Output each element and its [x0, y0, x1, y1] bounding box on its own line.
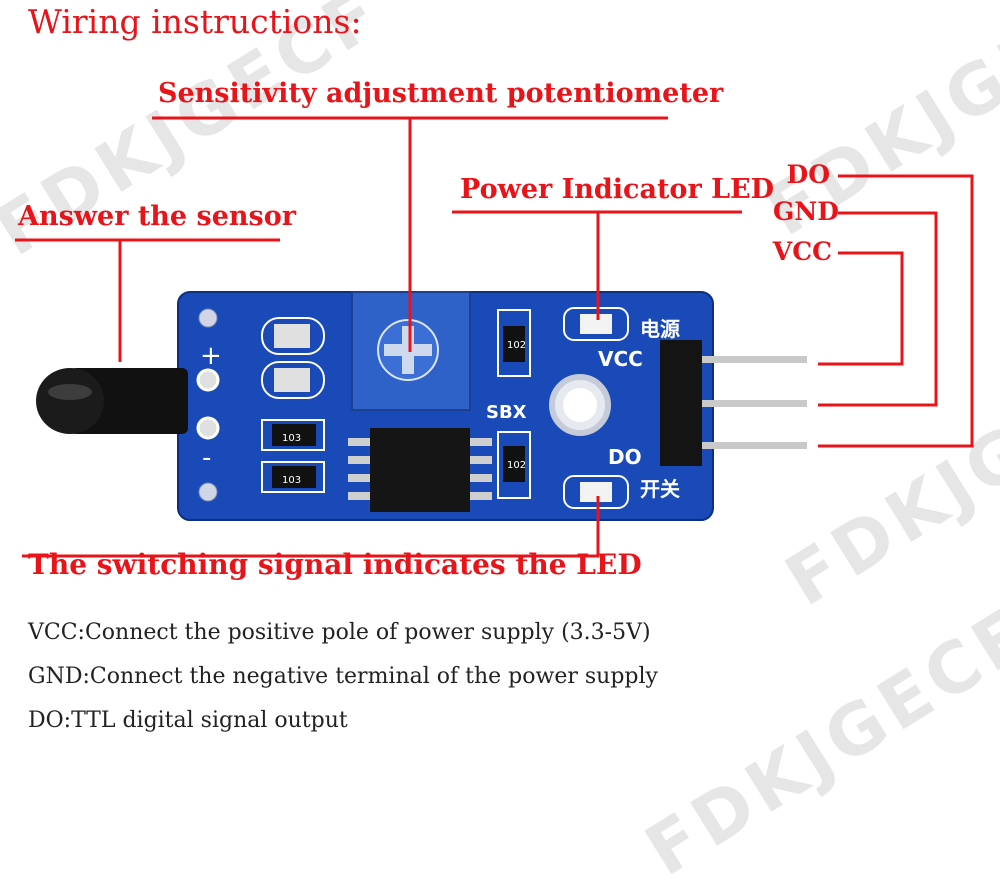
pcb-board: [177, 291, 807, 521]
resistor-label: 102: [507, 460, 526, 471]
resistor-label: 102: [507, 340, 526, 351]
module-diagram: + - 103 103 102 102 SBX VCC DO 电源 开关: [15, 116, 974, 558]
sbx-label: SBX: [486, 402, 527, 423]
minus-label: -: [202, 443, 211, 473]
page-title: Wiring instructions:: [28, 2, 362, 41]
ir-sensor: [36, 368, 188, 434]
pin-vcc-label: VCC: [772, 237, 832, 266]
board-do-label: DO: [608, 445, 642, 469]
do-description: DO:TTL digital signal output: [28, 708, 348, 733]
board-vcc-label: VCC: [598, 347, 643, 371]
board-power-label: 电源: [640, 317, 680, 341]
pin-gnd-label: GND: [773, 197, 839, 226]
power-led-label: Power Indicator LED: [460, 174, 775, 205]
switch-led-label: The switching signal indicates the LED: [28, 548, 642, 581]
sensor-label: Answer the sensor: [18, 201, 296, 232]
resistor-label: 103: [282, 475, 301, 486]
plus-label: +: [200, 341, 222, 371]
leader-lines: [15, 116, 974, 558]
board-switch-label: 开关: [640, 477, 680, 501]
potentiometer-label: Sensitivity adjustment potentiometer: [158, 78, 724, 109]
vcc-description: VCC:Connect the positive pole of power s…: [28, 620, 651, 645]
pin-do-label: DO: [786, 160, 830, 189]
resistor-label: 103: [282, 433, 301, 444]
gnd-description: GND:Connect the negative terminal of the…: [28, 664, 658, 689]
